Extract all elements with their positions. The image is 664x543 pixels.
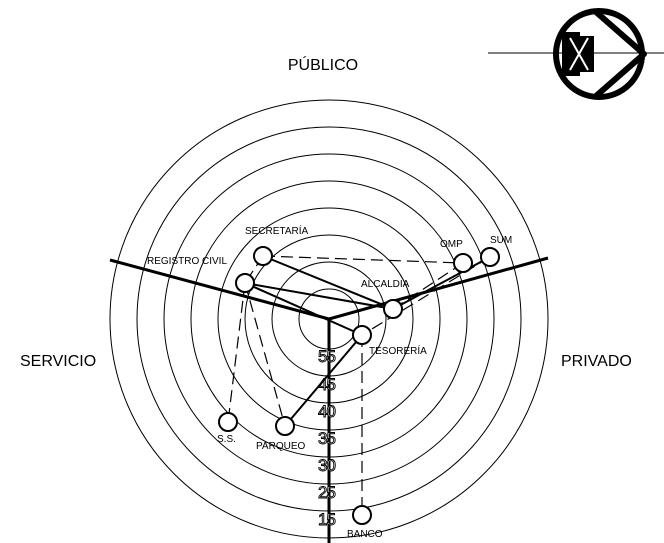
node-registro	[235, 273, 255, 293]
node-label-alcaldia: ALCALDIA	[361, 279, 410, 290]
node-tesoreria	[352, 325, 372, 345]
relation-alcaldia-sum	[392, 256, 491, 310]
ring-label-55: 55	[318, 347, 335, 366]
relation-lines	[227, 255, 491, 515]
ring-label-40: 40	[318, 402, 335, 421]
ring-label-25: 25	[318, 483, 335, 502]
node-sum	[480, 247, 500, 267]
node-label-parqueo: PARQUEO	[256, 441, 305, 452]
relation-omp-alcaldia	[392, 262, 464, 310]
node-label-registro-civil: REGISTRO CIVIL	[147, 256, 227, 267]
relation-registro-tesoreria	[244, 282, 363, 336]
sector-label-publico: PÚBLICO	[288, 55, 358, 74]
node-ss	[218, 412, 238, 432]
relation-registro-ss	[227, 282, 246, 423]
relation-registro-parqueo	[244, 282, 286, 427]
node-label-tesoreria: TESORERÍA	[369, 344, 427, 357]
north-arrow-icon	[488, 8, 664, 100]
node-labels: SECRETARÍA REGISTRO CIVIL OMP SUM ALCALD…	[147, 224, 512, 540]
sector-label-servicio: SERVICIO	[20, 353, 96, 370]
node-label-sum: SUM	[490, 235, 512, 246]
node-omp	[453, 253, 473, 273]
divider-left	[109, 258, 330, 321]
sector-label-privado: PRIVADO	[561, 353, 632, 370]
node-label-ss: S.S.	[217, 434, 236, 445]
relation-secretaria-alcaldia	[262, 255, 394, 310]
ring-label-45: 45	[318, 375, 335, 394]
node-parqueo	[275, 416, 295, 436]
node-banco	[352, 505, 372, 525]
node-alcaldia	[383, 299, 403, 319]
node-secretaria	[253, 246, 273, 266]
ring-label-30: 30	[318, 456, 335, 475]
node-label-secretaria: SECRETARÍA	[245, 224, 308, 237]
ring-value-labels: 55 45 40 35 30 25 15	[318, 347, 337, 530]
node-label-banco: BANCO	[347, 529, 383, 540]
ring-label-15: 15	[318, 510, 335, 529]
node-label-omp: OMP	[440, 239, 463, 250]
ring-label-35: 35	[318, 429, 335, 448]
node-circles	[218, 246, 500, 525]
relation-registro-alcaldia	[244, 282, 394, 310]
relation-tesoreria-parqueo	[284, 334, 363, 427]
relation-secretaria-omp	[262, 255, 464, 264]
